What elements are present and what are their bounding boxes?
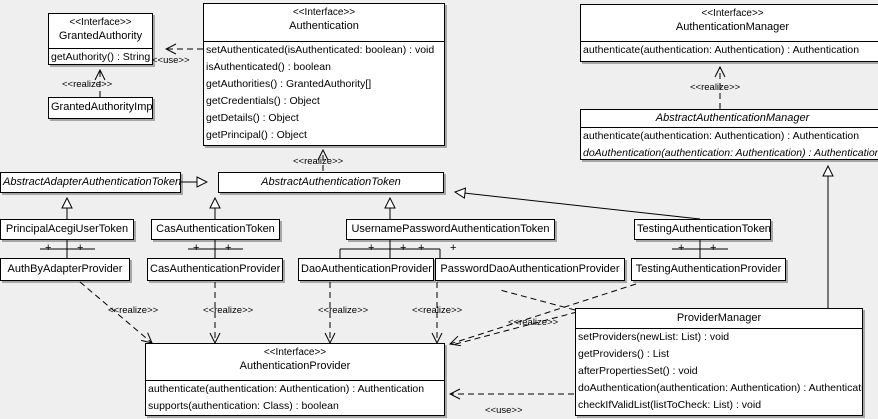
class-name: AuthenticationManager (675, 21, 790, 33)
class-header: <<Interface>> AuthenticationManager (581, 5, 878, 41)
edge-label-realize-cas-authentication-provider: <<realize>> (203, 305, 254, 316)
multiplicity-plus: + (368, 242, 375, 254)
method-item: afterPropertiesSet() : void (578, 365, 698, 377)
multiplicity-plus: + (418, 242, 425, 254)
edge-label-realize-abstract-authentication-manager: <<realize>> (690, 82, 741, 93)
method-item: supports(authentication: Class) : boolea… (148, 400, 339, 412)
class-authentication-manager[interactable]: <<Interface>> AuthenticationManager auth… (580, 4, 878, 62)
class-name: AbstractAuthenticationToken (261, 176, 401, 188)
class-testing-authentication-token[interactable]: TestingAuthenticationToken (634, 219, 771, 240)
multiplicity-plus: + (45, 242, 52, 254)
method-item: getPrincipal() : Object (206, 129, 307, 141)
class-header: <<Interface>> GrantedAuthority (49, 14, 152, 48)
class-header: AbstractAuthenticationManager (581, 110, 878, 127)
class-name: UsernamePasswordAuthenticationToken (351, 223, 550, 235)
stereotype-label: <<Interface>> (701, 8, 764, 19)
multiplicity-plus: + (710, 242, 717, 254)
methods-compartment: authenticate(authentication: Authenticat… (146, 380, 444, 415)
class-authentication-provider[interactable]: <<Interface>> AuthenticationProvider aut… (145, 343, 445, 416)
class-abstract-authentication-manager[interactable]: AbstractAuthenticationManager authentica… (580, 109, 878, 160)
class-principal-acegi-user-token[interactable]: PrincipalAcegiUserToken (0, 219, 134, 240)
class-name: AbstractAuthenticationManager (655, 112, 810, 124)
method-item: getDetails() : Object (206, 112, 299, 124)
edge-label-realize-dao-authentication-provider: <<realize>> (318, 305, 369, 316)
method-item: authenticate(authentication: Authenticat… (583, 130, 860, 142)
class-name: AuthByAdapterProvider (7, 263, 123, 275)
stereotype-label: <<Interface>> (263, 347, 327, 358)
edge-label-realize-auth-by-adapter-provider: <<realize>> (108, 305, 159, 316)
class-password-dao-authentication-provider[interactable]: PasswordDaoAuthenticationProvider (435, 258, 625, 281)
method-item: setProviders(newList: List) : void (578, 331, 730, 343)
methods-compartment: authenticate(authentication: Authenticat… (581, 127, 878, 162)
class-name: CasAuthenticationProvider (150, 263, 281, 275)
multiplicity-plus: + (678, 242, 685, 254)
class-name: GrantedAuthority (58, 30, 143, 42)
class-granted-authority-impl[interactable]: GrantedAuthorityImpl (48, 97, 153, 119)
class-name: PasswordDaoAuthenticationProvider (440, 263, 620, 275)
edge-label-realize-abstract-authentication-token: <<realize>> (293, 156, 344, 167)
class-granted-authority[interactable]: <<Interface>> GrantedAuthority getAuthor… (48, 13, 153, 65)
class-header: ProviderManager (576, 309, 862, 328)
method-item: doAuthentication(authentication: Authent… (578, 382, 862, 394)
class-auth-by-adapter-provider[interactable]: AuthByAdapterProvider (0, 258, 130, 281)
class-name: CasAuthenticationToken (156, 223, 275, 235)
methods-compartment: authenticate(authentication: Authenticat… (581, 41, 878, 59)
class-name: AuthenticationProvider (239, 360, 351, 372)
class-abstract-adapter-authentication-token[interactable]: AbstractAdapterAuthenticationToken (0, 172, 181, 193)
class-name: ProviderManager (676, 312, 762, 324)
method-item: authenticate(authentication: Authenticat… (583, 44, 860, 56)
method-item: getAuthorities() : GrantedAuthority[] (206, 78, 372, 90)
class-name: Authentication (289, 20, 359, 32)
class-abstract-authentication-token[interactable]: AbstractAuthenticationToken (218, 172, 444, 193)
class-name: PrincipalAcegiUserToken (5, 223, 129, 235)
method-item: isAuthenticated() : boolean (206, 61, 331, 73)
multiplicity-plus: + (225, 242, 232, 254)
method-item: doAuthentication(authentication: Authent… (583, 147, 878, 159)
class-cas-authentication-token[interactable]: CasAuthenticationToken (151, 219, 280, 240)
method-item: getProviders() : List (578, 348, 670, 360)
class-name: DaoAuthenticationProvider (301, 263, 432, 275)
class-username-password-authentication-token[interactable]: UsernamePasswordAuthenticationToken (346, 219, 555, 240)
class-name: GrantedAuthorityImpl (51, 101, 152, 113)
stereotype-label: <<Interface>> (292, 7, 356, 18)
class-authentication[interactable]: <<Interface>> Authentication setAuthenti… (203, 3, 445, 146)
edge-label-use-provider-manager: <<use>> (485, 405, 523, 416)
edge-label-realize-granted-authority-impl: <<realize>> (62, 79, 113, 90)
class-testing-authentication-provider[interactable]: TestingAuthenticationProvider (631, 258, 786, 281)
class-header: <<Interface>> Authentication (204, 4, 444, 41)
class-name: TestingAuthenticationProvider (635, 263, 782, 275)
methods-compartment: setAuthenticated(isAuthenticated: boolea… (204, 41, 444, 144)
stereotype-label: <<Interface>> (69, 17, 132, 28)
methods-compartment: setProviders(newList: List) : void getPr… (576, 328, 862, 414)
method-item: checkIfValidList(listToCheck: List) : vo… (578, 399, 762, 411)
methods-compartment: getAuthority() : String (49, 48, 152, 66)
method-item: setAuthenticated(isAuthenticated: boolea… (206, 44, 435, 56)
class-name: AbstractAdapterAuthenticationToken (3, 176, 180, 188)
method-item: getCredentials() : Object (206, 95, 320, 107)
class-dao-authentication-provider[interactable]: DaoAuthenticationProvider (298, 258, 434, 281)
edge-label-realize-password-dao-authentication-provider: <<realize>> (412, 305, 463, 316)
multiplicity-plus: + (400, 242, 407, 254)
method-item: getAuthority() : String (51, 51, 151, 63)
class-cas-authentication-provider[interactable]: CasAuthenticationProvider (147, 258, 283, 281)
multiplicity-plus: + (193, 242, 200, 254)
class-header: <<Interface>> AuthenticationProvider (146, 344, 444, 380)
class-name: TestingAuthenticationToken (637, 223, 770, 235)
class-provider-manager[interactable]: ProviderManager setProviders(newList: Li… (575, 308, 863, 416)
multiplicity-plus: + (77, 242, 84, 254)
edge-label-use-authentication-granted-authority: <<use>> (152, 55, 190, 66)
multiplicity-plus: + (450, 242, 457, 254)
method-item: authenticate(authentication: Authenticat… (148, 383, 425, 395)
edge-label-realize-provider-manager: <<realize>> (508, 317, 559, 328)
